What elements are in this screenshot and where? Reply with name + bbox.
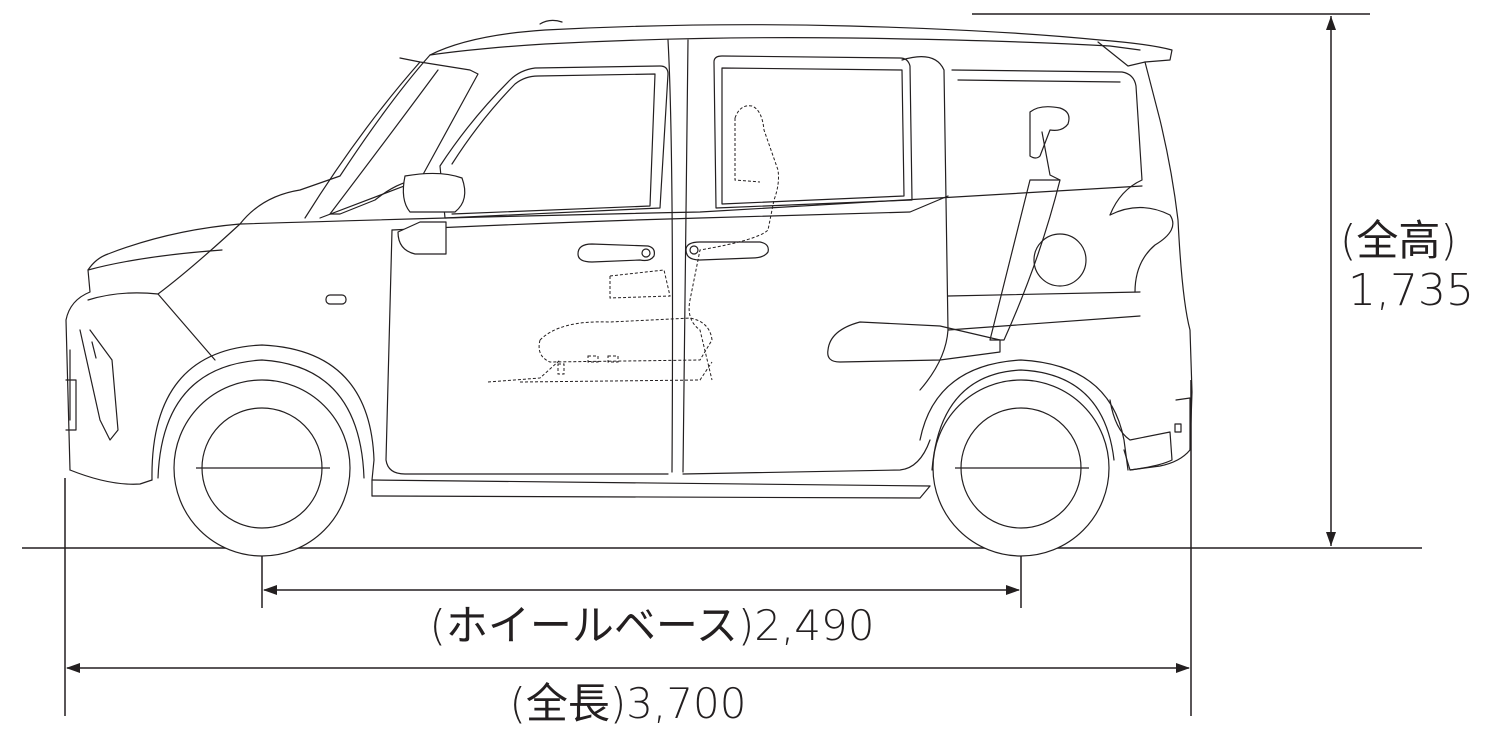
svg-text:(全長)3,700: (全長)3,700 (509, 679, 746, 728)
height-dimension-arrow (1326, 16, 1336, 546)
vehicle-outline (65, 19, 1193, 557)
length-caption: (全長)3,700 (509, 679, 746, 728)
rear-door-handle (685, 241, 769, 261)
rear-seat-outline (989, 106, 1070, 341)
height-label: (全高) (1340, 216, 1457, 265)
rear-wheel (932, 379, 1110, 557)
height-value: 1,735 (1348, 265, 1474, 316)
wheelbase-dimension-arrow (261, 406, 1022, 608)
length-value: 3,700 (626, 679, 746, 728)
length-dimension-arrow (64, 380, 1192, 716)
wheelbase-value: 2,490 (754, 601, 874, 650)
length-label: (全長) (509, 679, 626, 728)
wheelbase-label: (ホイールベース) (430, 601, 755, 650)
front-wheel (173, 379, 351, 557)
front-door-handle (577, 243, 655, 263)
wheelbase-caption: (ホイールベース)2,490 (430, 601, 875, 650)
svg-text:(ホイールベース)2,490: (ホイールベース)2,490 (430, 601, 875, 650)
front-seat-outline (487, 105, 779, 383)
